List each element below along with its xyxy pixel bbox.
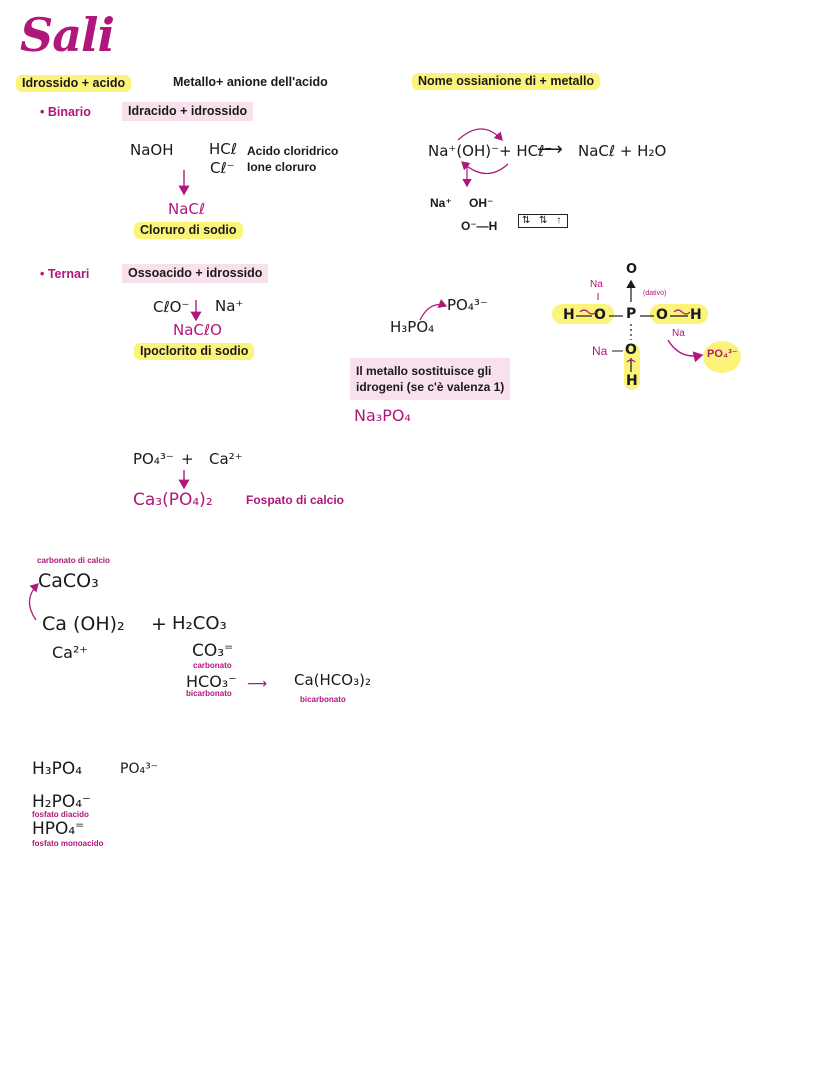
ca3po42-name: Fospato di calcio [246,493,345,507]
hcl: HCℓ [209,140,237,158]
arrow-exchange-bottom [461,161,509,175]
caoh2: Ca (OH)₂ [42,613,125,635]
co3-label: carbonato [193,661,232,670]
ternari-box: Ossoacido + idrossido [122,264,269,283]
eq-arrow: ⟶ [537,139,563,160]
highlight-right-oh [650,304,708,324]
plus-fosfato: + [181,450,194,468]
na-ion-ternari: Na⁺ [215,297,244,315]
cl-name: Ione cloruro [247,160,317,174]
clo-ion: CℓO⁻ [153,298,190,316]
struct-o-right: O [656,307,668,323]
struct-p: P [626,306,637,322]
break-right [673,309,691,315]
arrow-caoh2-caco3 [28,583,39,621]
na-ion: Na⁺ [430,196,452,210]
note-line-2: idrogeni (se c'è valenza 1) [356,380,505,395]
hpo4: HPO₄⁼ [32,819,85,839]
ca-fosfato: Ca²⁺ [209,450,243,468]
bullet-ternari: • Ternari [40,267,90,281]
struct-na-right: Na [672,328,685,339]
ca-hco3-2-label: bicarbonato [300,695,346,704]
ca3po42: Ca₃(PO₄)₂ [133,490,213,510]
h2po4-label: fosfato diacido [32,810,89,819]
struct-o-left: O [594,307,606,323]
struct-h-bottom: H [626,373,638,389]
na3po4: Na₃PO₄ [354,406,411,425]
caco3: CaCO₃ [38,570,99,592]
struct-o-bottom: O [625,342,637,358]
h3po4-fosfati: H₃PO₄ [32,759,83,779]
eq-left: Na⁺(OH)⁻+ HCℓ⁻ [428,142,553,160]
struct-o-top: O [626,262,638,277]
oh-bond: O⁻—H [461,219,498,233]
nacl-name: Cloruro di sodio [134,222,243,239]
arrow-to-po4-badge [667,339,704,363]
note-line-1: Il metallo sostituisce gli [356,364,492,378]
struct-na-bottom: Na [592,344,608,358]
page-title: Sali [20,8,115,62]
ca2-ion: Ca²⁺ [52,643,88,662]
po4-fosfati: PO₄³⁻ [120,761,159,777]
note-box: Il metallo sostituisce gli idrogeni (se … [350,358,511,401]
naoh: NaOH [130,141,174,159]
bullet-binario: • Binario [40,105,91,119]
highlight-bottom-oh [624,344,640,390]
header-metallo-anione: Metallo+ anione dell'acido [173,75,328,89]
hpo4-label: fosfato monoacido [32,839,104,848]
hcl-name: Acido cloridrico [247,144,339,158]
oh-ion: OH⁻ [469,196,494,210]
eq-right: NaCℓ + H₂O [578,142,667,160]
h3po4-ternari: H₃PO₄ [390,318,435,336]
nacl-product: NaCℓ [168,200,206,218]
struct-h-left: H [563,307,575,323]
naclo-product: NaCℓO [173,321,222,339]
po4-badge: PO₄³⁻ [707,348,738,360]
binario-box: Idracido + idrossido [122,102,254,121]
struct-h-right: H [690,307,702,323]
h2po4: H₂PO₄⁻ [32,792,92,812]
struct-na-top: Na [590,279,603,290]
highlight-left-oh [552,304,614,324]
naclo-name: Ipoclorito di sodio [134,343,255,360]
arrow-h3po4-po4 [419,298,448,321]
cl-ion: Cℓ⁻ [210,159,235,177]
break-bottom [626,359,636,363]
carbonato-arrow: ⟶ [247,675,268,691]
po4-fosfato: PO₄³⁻ [133,450,174,468]
co3-ion: CO₃⁼ [192,641,234,661]
plus-carbonato: + [151,613,167,635]
caco3-label: carbonato di calcio [37,556,110,565]
break-left [579,309,597,315]
hco3-ion: HCO₃⁻ [186,672,237,691]
header-nome-ossianione: Nome ossianione di + metallo [412,73,601,90]
hco3-label: bicarbonato [186,689,232,698]
po4-ternari: PO₄³⁻ [447,296,488,314]
ca-hco3-2: Ca(HCO₃)₂ [294,671,371,689]
struct-dativo: (dativo) [643,290,667,297]
arrow-exchange-top [457,128,503,141]
h2co3: H₂CO₃ [172,613,227,634]
header-idrossido-acido: Idrossido + acido [16,75,132,92]
po4-badge-bg [703,341,741,373]
orbital-boxes: ⇅ ⇅ ↑ [518,214,569,228]
